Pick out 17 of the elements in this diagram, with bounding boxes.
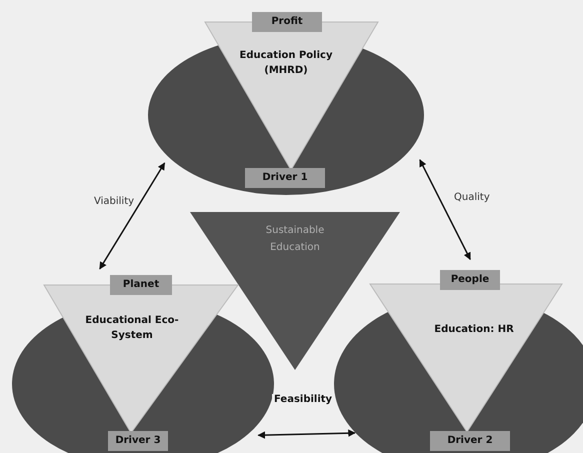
body-text: Educational Eco-System <box>84 314 180 343</box>
edge-label: Feasibility <box>272 394 334 405</box>
driver-tag: Driver 1 <box>245 168 325 188</box>
arrow <box>419 159 471 260</box>
edge-label: Viability <box>92 196 136 207</box>
heading-tag: Planet <box>110 275 172 295</box>
heading-tag: Profit <box>252 12 322 32</box>
heading-tag: People <box>440 270 500 290</box>
triangle-shape <box>190 212 400 370</box>
center-text: Sustainable Education <box>264 224 326 255</box>
driver-tag: Driver 3 <box>108 431 168 451</box>
body-text: Education Policy (MHRD) <box>238 49 334 78</box>
body-text: Education: HR <box>433 323 515 337</box>
edge-label: Quality <box>452 192 492 203</box>
arrow <box>258 429 356 439</box>
arrow <box>99 162 166 270</box>
driver-tag: Driver 2 <box>430 431 510 451</box>
